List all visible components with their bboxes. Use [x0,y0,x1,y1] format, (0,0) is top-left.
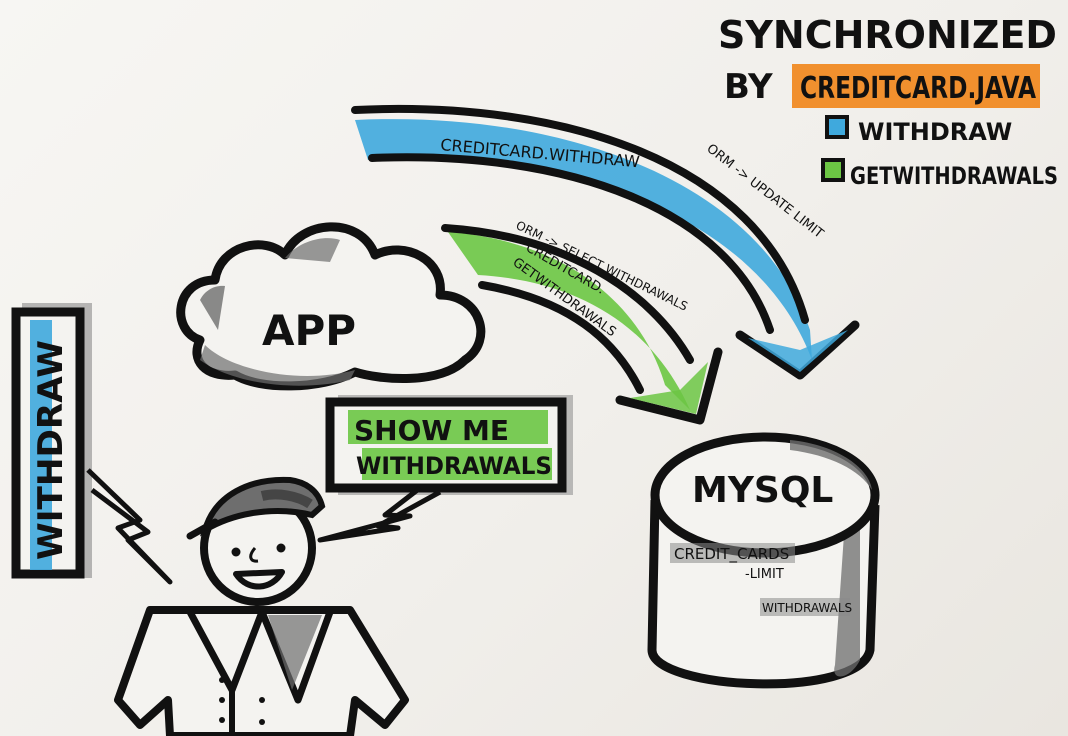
eye-icon-left [231,547,241,557]
legend-swatch-getwithdrawals [821,158,845,182]
db-table-withdrawals: WITHDRAWALS [762,601,852,615]
legend-item-withdraw: WITHDRAW [858,118,1012,146]
db-table-credit-cards: CREDIT_CARDS [674,545,789,564]
legend: SYNCHRONIZED BY CREDITCARD.JAVA WITHDRAW… [718,13,1058,190]
legend-highlight-marker [792,64,1040,108]
show-bubble-line2: WITHDRAWALS [356,452,552,480]
app-cloud-label: APP [262,306,356,355]
db-field-limit: -LIMIT [745,567,784,582]
legend-item-getwithdrawals: GETWITHDRAWALS [850,162,1058,190]
database-label: MYSQL [692,470,833,511]
show-bubble-line1: SHOW ME [354,414,509,447]
legend-by-label: BY [724,67,773,107]
user-figure [114,476,409,736]
withdraw-bubble: WITHDRAW [11,303,173,585]
green-arrow: ORM -> SELECT WITHDRAWALS CREDITCARD. GE… [441,218,723,425]
mysql-database: MYSQL CREDIT_CARDS -LIMIT WITHDRAWALS [647,432,880,689]
legend-source-file: CREDITCARD.JAVA [800,71,1037,106]
eye-icon-right [276,543,286,553]
legend-swatch-withdraw [825,115,849,139]
show-withdrawals-bubble: SHOW ME WITHDRAWALS [317,395,573,543]
withdraw-bubble-label: WITHDRAW [31,340,71,560]
legend-title: SYNCHRONIZED [718,13,1057,57]
app-cloud: APP [176,222,486,391]
